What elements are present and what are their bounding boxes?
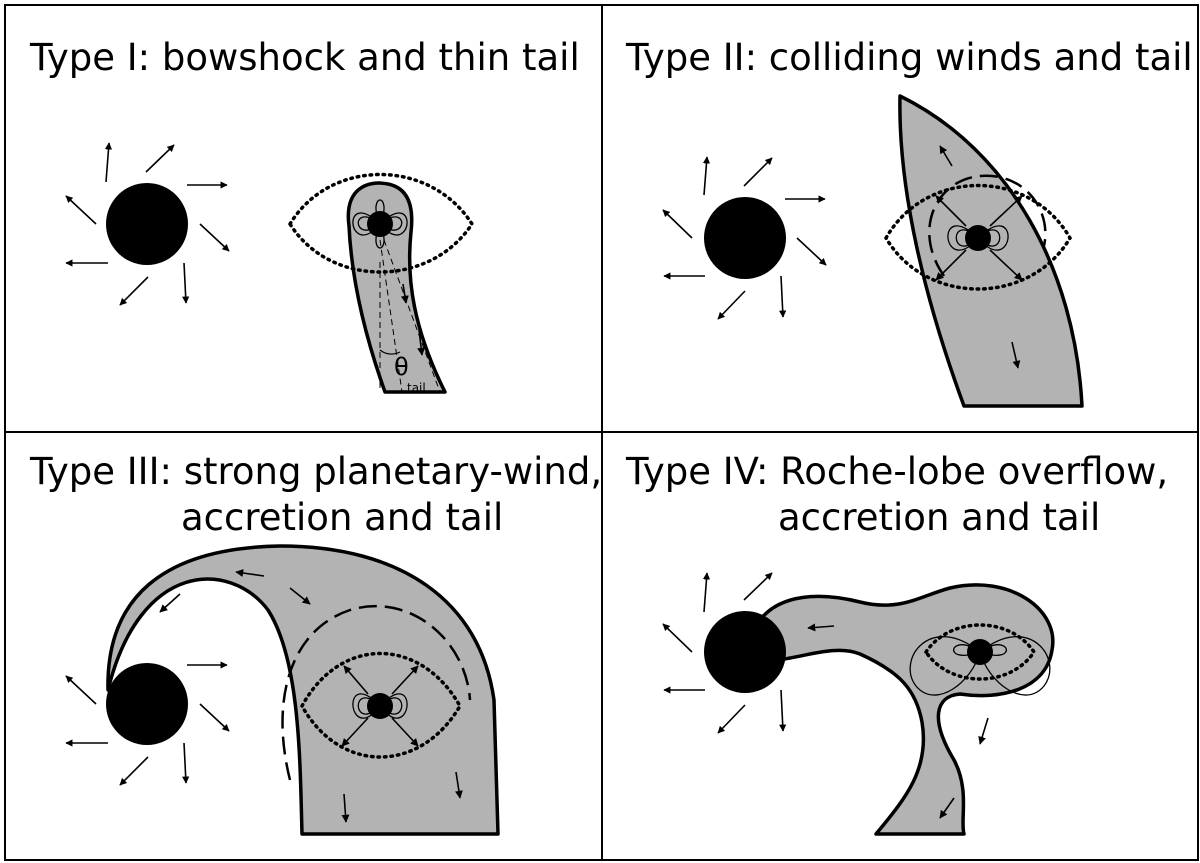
star: [106, 183, 188, 265]
tail-flow-arrows: [400, 283, 426, 356]
panel-title-type-4-line-1: Type IV: Roche-lobe overflow,: [625, 450, 1168, 493]
panel-type-3: Type III: strong planetary-wind, accreti…: [29, 450, 602, 836]
planet-magnetosphere-outline: [923, 623, 1037, 681]
roche-lobe-boundary: [281, 604, 472, 781]
stellar-wind-arrows: [662, 572, 787, 734]
tail-flow-arrows: [939, 145, 1021, 369]
tail-angle-guides: [379, 239, 441, 393]
stellar-wind-arrows: [65, 142, 230, 306]
theta-tail-subscript: tail: [407, 381, 426, 395]
planet: [965, 225, 991, 251]
star-with-wind: [662, 156, 827, 320]
panel-type-2: Type II: colliding winds and tail: [625, 36, 1193, 408]
planet-magnetosphere-outline: [300, 651, 463, 759]
planetary-wind-arrows: [341, 665, 419, 747]
panel-type-1: Type I: bowshock and thin tail: [29, 36, 580, 395]
roche-lobe-overflow-stream: [758, 583, 1055, 836]
panel-title-type-2: Type II: colliding winds and tail: [625, 36, 1193, 79]
panel-title-type-1: Type I: bowshock and thin tail: [29, 36, 580, 79]
theta-tail-symbol: θ: [394, 353, 409, 381]
star-with-wind: [65, 142, 230, 306]
accretion-flow-arrows: [159, 569, 463, 823]
planet: [367, 693, 393, 719]
star: [704, 611, 786, 693]
stream-flow-arrows: [807, 623, 989, 819]
roche-lobe-outline: [883, 183, 1073, 291]
planet: [367, 211, 393, 237]
planetary-wind-arrows: [935, 195, 1023, 281]
planet: [967, 639, 993, 665]
panel-type-4: Type IV: Roche-lobe overflow, accretion …: [625, 450, 1168, 836]
stellar-wind-arrows: [662, 156, 827, 320]
accretion-tail: [106, 544, 500, 836]
star: [106, 663, 188, 745]
panel-title-type-4-line-2: accretion and tail: [778, 496, 1100, 539]
roche-lobe-outline: [287, 172, 475, 274]
star-with-wind: [662, 572, 787, 734]
stellar-wind-arrows: [65, 661, 230, 786]
star: [704, 197, 786, 279]
panel-title-type-3-line-2: accretion and tail: [181, 496, 503, 539]
star-with-wind: [65, 661, 230, 786]
shock-front: [928, 174, 1047, 277]
panel-title-type-3-line-1: Type III: strong planetary-wind,: [29, 450, 602, 493]
